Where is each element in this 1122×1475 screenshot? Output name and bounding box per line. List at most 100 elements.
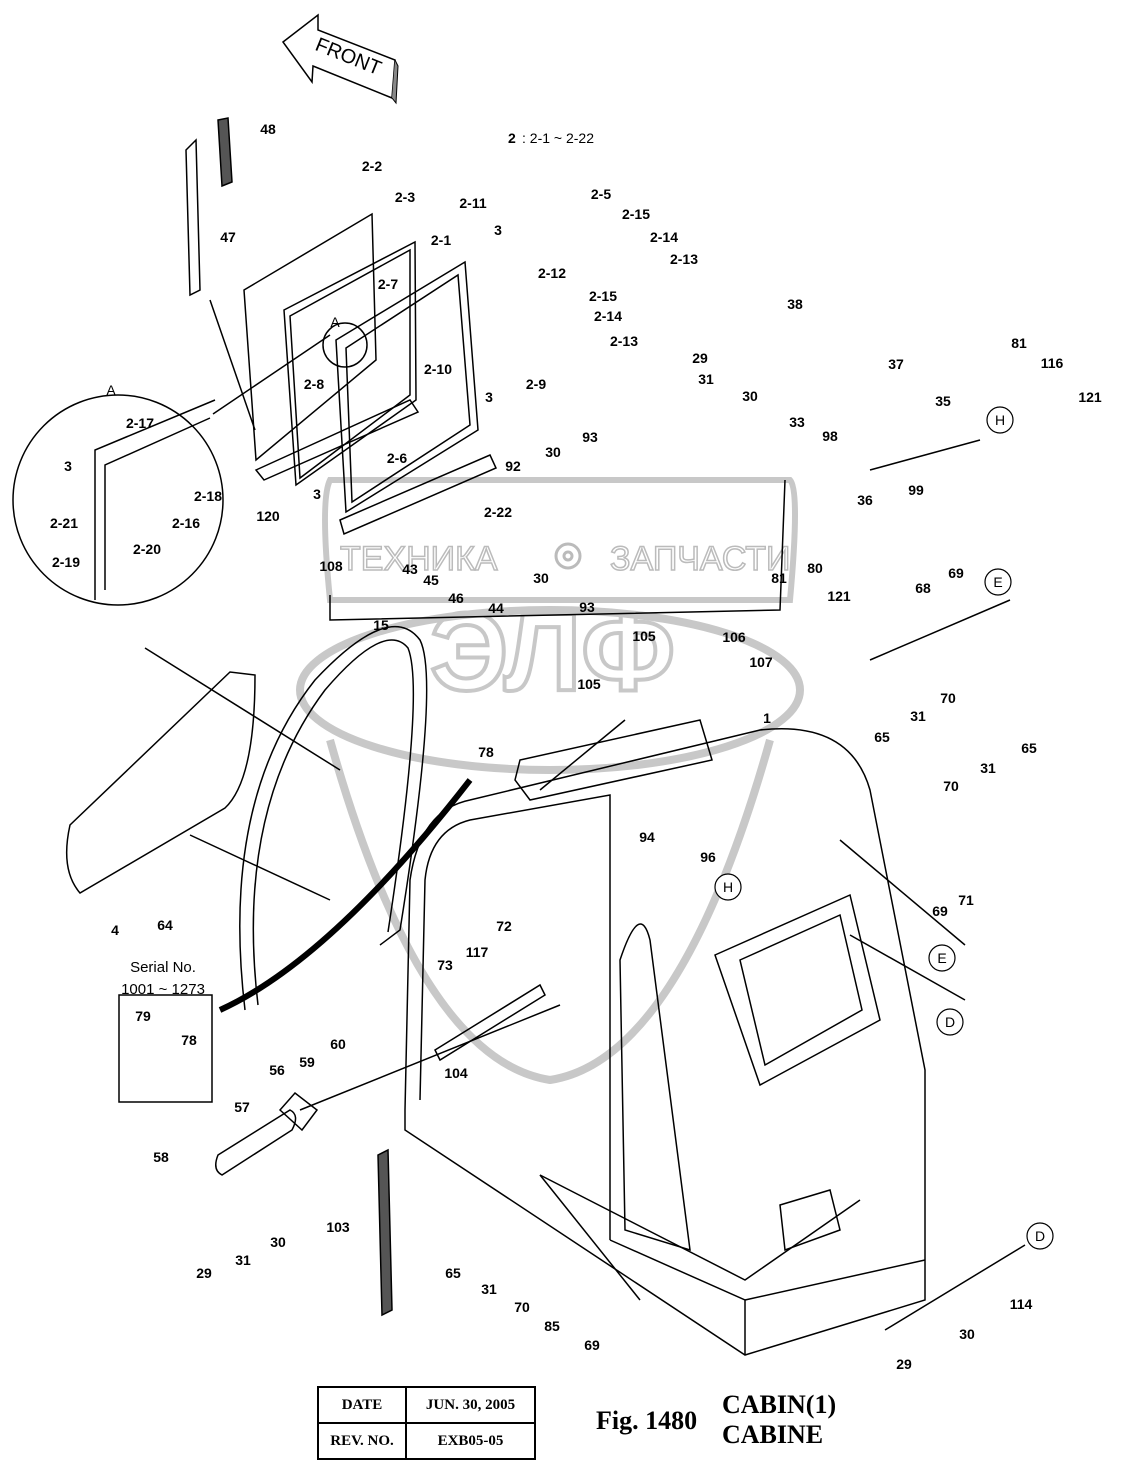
- linework: [12, 117, 1026, 1356]
- part-label: 46: [448, 590, 464, 606]
- part-label: 73: [437, 957, 453, 973]
- part-label: 31: [698, 371, 714, 387]
- connector-label: H: [995, 412, 1005, 428]
- part-label: 2-16: [172, 515, 200, 531]
- connector-marker: D: [1026, 1222, 1054, 1250]
- part-label: 70: [514, 1299, 530, 1315]
- part-label: 94: [639, 829, 655, 845]
- part-label: 65: [445, 1265, 461, 1281]
- part-label: 93: [579, 599, 595, 615]
- part-label: 71: [958, 892, 974, 908]
- connector-label: D: [945, 1014, 955, 1030]
- part-label: 2-14: [650, 229, 678, 245]
- serial-range: 1001 ~ 1273: [121, 981, 205, 998]
- part-label: 30: [742, 388, 758, 404]
- part-label: 70: [943, 778, 959, 794]
- part-label: 93: [582, 429, 598, 445]
- part-label: 121: [1078, 389, 1102, 405]
- part-label: 65: [874, 729, 890, 745]
- part-label: 30: [545, 444, 561, 460]
- part-label: 57: [234, 1099, 250, 1115]
- part-label: 43: [402, 561, 418, 577]
- part-label: 29: [196, 1265, 212, 1281]
- part-label: 59: [299, 1054, 315, 1070]
- part-label: 104: [444, 1065, 468, 1081]
- part-label: 2-5: [591, 186, 611, 202]
- rev-label: REV. NO.: [317, 1422, 407, 1460]
- front-arrow: FRONT: [281, 13, 399, 105]
- rev-value: EXB05-05: [405, 1422, 536, 1460]
- part-label: 15: [373, 617, 389, 633]
- part-label: 3: [494, 222, 502, 238]
- part-label: 98: [822, 428, 838, 444]
- part-label: 30: [270, 1234, 286, 1250]
- part-label: 68: [915, 580, 931, 596]
- part-label: 29: [692, 350, 708, 366]
- part-label: 117: [466, 944, 489, 960]
- part-label: 105: [577, 676, 601, 692]
- part-label: 56: [269, 1062, 285, 1078]
- part-label: 37: [888, 356, 904, 372]
- part-label: 70: [940, 690, 956, 706]
- part-label: 2-6: [387, 450, 407, 466]
- connector-marker: H: [714, 873, 742, 901]
- part-label: 2-1: [431, 232, 451, 248]
- svg-text:ЭЛФ: ЭЛФ: [430, 591, 675, 714]
- part-label: 33: [789, 414, 805, 430]
- part-label: A: [106, 382, 116, 398]
- part-label: 31: [910, 708, 926, 724]
- part-label: 2-15: [622, 206, 650, 222]
- part-label: 2-7: [378, 276, 398, 292]
- part-label: A: [330, 314, 340, 330]
- part-label: 92: [505, 458, 521, 474]
- part-label: 31: [980, 760, 996, 776]
- part-label: 3: [64, 458, 72, 474]
- part-label: 45: [423, 572, 439, 588]
- part-label: 4: [111, 922, 119, 938]
- date-label: DATE: [317, 1386, 407, 1424]
- part-label: 108: [319, 558, 343, 574]
- connector-label: E: [993, 574, 1002, 590]
- part-label: 2-8: [304, 376, 324, 392]
- part-label: 36: [857, 492, 873, 508]
- part-label: 2-3: [395, 189, 415, 205]
- part-label: 48: [260, 121, 276, 137]
- part-label: 31: [235, 1252, 251, 1268]
- part-label: 2-22: [484, 504, 512, 520]
- part-label: 30: [959, 1326, 975, 1342]
- part-label: 3: [313, 486, 321, 502]
- part-label: 79: [135, 1008, 151, 1024]
- part-label: 105: [632, 628, 656, 644]
- part-label: 81: [771, 570, 787, 586]
- part-label: 120: [256, 508, 280, 524]
- connector-marker: D: [936, 1008, 964, 1036]
- part-label: 1: [763, 710, 771, 726]
- connector-marker: E: [928, 944, 956, 972]
- part-label: 2-19: [52, 554, 80, 570]
- part-label: 31: [481, 1281, 497, 1297]
- part-label: 2-12: [538, 265, 566, 281]
- part-label: 60: [330, 1036, 346, 1052]
- connector-label: D: [1035, 1228, 1045, 1244]
- connector-marker: H: [986, 406, 1014, 434]
- watermark-text-left: ТЕХНИКА: [340, 540, 498, 578]
- part-label: 81: [1011, 335, 1027, 351]
- connector-marker: E: [984, 568, 1012, 596]
- part-label: 2-13: [610, 333, 638, 349]
- part-label: 30: [533, 570, 549, 586]
- part-label: 69: [948, 565, 964, 581]
- date-value: JUN. 30, 2005: [405, 1386, 536, 1424]
- connector-markers: H E H E D D: [714, 406, 1054, 1250]
- part-label: 116: [1041, 355, 1064, 371]
- serial-title: Serial No.: [130, 959, 196, 976]
- part-label: 114: [1010, 1296, 1033, 1312]
- part-label: 69: [932, 903, 948, 919]
- part-label: 96: [700, 849, 716, 865]
- group-note-ref: 2: [508, 130, 516, 146]
- part-label: 121: [827, 588, 851, 604]
- part-label: 99: [908, 482, 924, 498]
- part-label: 2-20: [133, 541, 161, 557]
